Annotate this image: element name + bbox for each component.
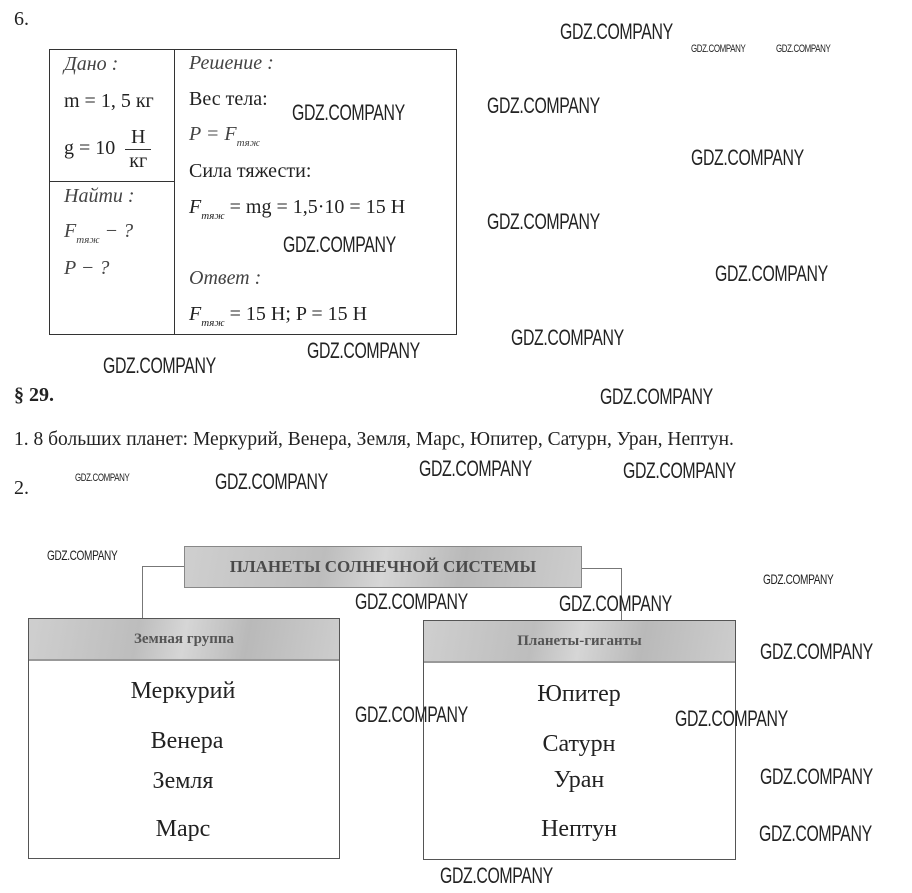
watermark: GDZ.COMPANY: [715, 261, 828, 286]
watermark: GDZ.COMPANY: [487, 209, 600, 234]
watermark: GDZ.COMPANY: [440, 863, 553, 888]
watermark: GDZ.COMPANY: [355, 702, 468, 727]
answer-label: Ответ :: [189, 267, 262, 289]
answer-formula: Fтяж = 15 Н; P = 15 Н: [189, 303, 368, 329]
watermark: GDZ.COMPANY: [760, 764, 873, 789]
watermark: GDZ.COMPANY: [759, 821, 872, 846]
watermark: GDZ.COMPANY: [776, 43, 831, 55]
watermark: GDZ.COMPANY: [511, 325, 624, 350]
watermark: GDZ.COMPANY: [75, 472, 130, 484]
watermark: GDZ.COMPANY: [355, 589, 468, 614]
watermark: GDZ.COMPANY: [307, 338, 420, 363]
watermark: GDZ.COMPANY: [103, 353, 216, 378]
watermark: GDZ.COMPANY: [623, 458, 736, 483]
watermark: GDZ.COMPANY: [600, 384, 713, 409]
planet-uranus: Уран: [553, 767, 605, 793]
watermark: GDZ.COMPANY: [283, 232, 396, 257]
diagram-title-box: ПЛАНЕТЫ СОЛНЕЧНОЙ СИСТЕМЫ: [184, 546, 582, 588]
watermark: GDZ.COMPANY: [691, 43, 746, 55]
planet-neptune: Нептун: [541, 816, 617, 842]
given-mass: m = 1, 5 кг: [64, 90, 154, 112]
watermark: GDZ.COMPANY: [763, 571, 834, 587]
planet-jupiter: Юпитер: [537, 681, 621, 707]
find-force: Fтяж − ?: [64, 220, 134, 246]
planet-mercury: Меркурий: [130, 678, 236, 704]
watermark: GDZ.COMPANY: [47, 547, 118, 563]
section-title: § 29.: [14, 384, 54, 406]
given-label: Дано :: [64, 53, 119, 75]
giant-planets-box: Планеты-гиганты: [423, 620, 736, 860]
planet-venus: Венера: [150, 728, 224, 754]
planet-earth: Земля: [152, 768, 214, 794]
solution-label: Решение :: [189, 52, 274, 74]
watermark: GDZ.COMPANY: [292, 100, 405, 125]
planet-saturn: Сатурн: [542, 731, 616, 757]
planet-mars: Марс: [155, 816, 211, 842]
watermark: GDZ.COMPANY: [215, 469, 328, 494]
terrestrial-group-box: Земная группа: [28, 618, 340, 859]
terrestrial-group-title: Земная группа: [29, 619, 339, 661]
task-number: 6.: [14, 8, 29, 30]
answer-item-1: 1. 8 больших планет: Меркурий, Венера, З…: [14, 429, 734, 450]
watermark: GDZ.COMPANY: [560, 19, 673, 44]
watermark: GDZ.COMPANY: [559, 591, 672, 616]
weight-label: Вес тела:: [189, 88, 268, 110]
answer-item-2: 2.: [14, 477, 29, 499]
find-label: Найти :: [64, 185, 135, 207]
watermark: GDZ.COMPANY: [675, 706, 788, 731]
gravity-formula: Fтяж = mg = 1,5·10 = 15 Н: [189, 196, 406, 222]
find-weight: P − ?: [64, 257, 110, 279]
watermark: GDZ.COMPANY: [487, 93, 600, 118]
weight-formula: P = Fтяж: [189, 123, 261, 149]
giant-planets-title: Планеты-гиганты: [424, 621, 735, 663]
watermark: GDZ.COMPANY: [691, 145, 804, 170]
watermark: GDZ.COMPANY: [760, 639, 873, 664]
watermark: GDZ.COMPANY: [419, 456, 532, 481]
diagram-title: ПЛАНЕТЫ СОЛНЕЧНОЙ СИСТЕМЫ: [185, 547, 581, 587]
gravity-label: Сила тяжести:: [189, 160, 312, 182]
